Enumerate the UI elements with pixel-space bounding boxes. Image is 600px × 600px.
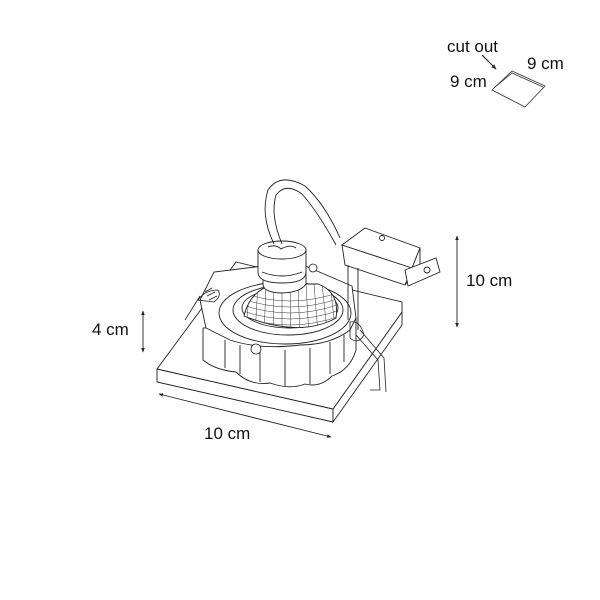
driver-box [341,227,441,330]
cutout-arrow [481,54,497,70]
width-dimension-arrow [158,393,332,438]
depth-label: 10 cm [466,271,513,290]
cutout-square-icon [491,70,546,108]
housing-screws [250,263,318,355]
spring-clip-left [184,287,220,321]
lamp-socket [257,240,307,294]
cutout-depth-label: 9 cm [450,72,487,91]
spring-clip-right [349,321,387,393]
width-label: 10 cm [204,424,251,443]
cutout-label: cut out [447,37,499,56]
height-label: 4 cm [92,320,129,339]
cutout-width-label: 9 cm [527,54,564,73]
cable [264,179,341,246]
